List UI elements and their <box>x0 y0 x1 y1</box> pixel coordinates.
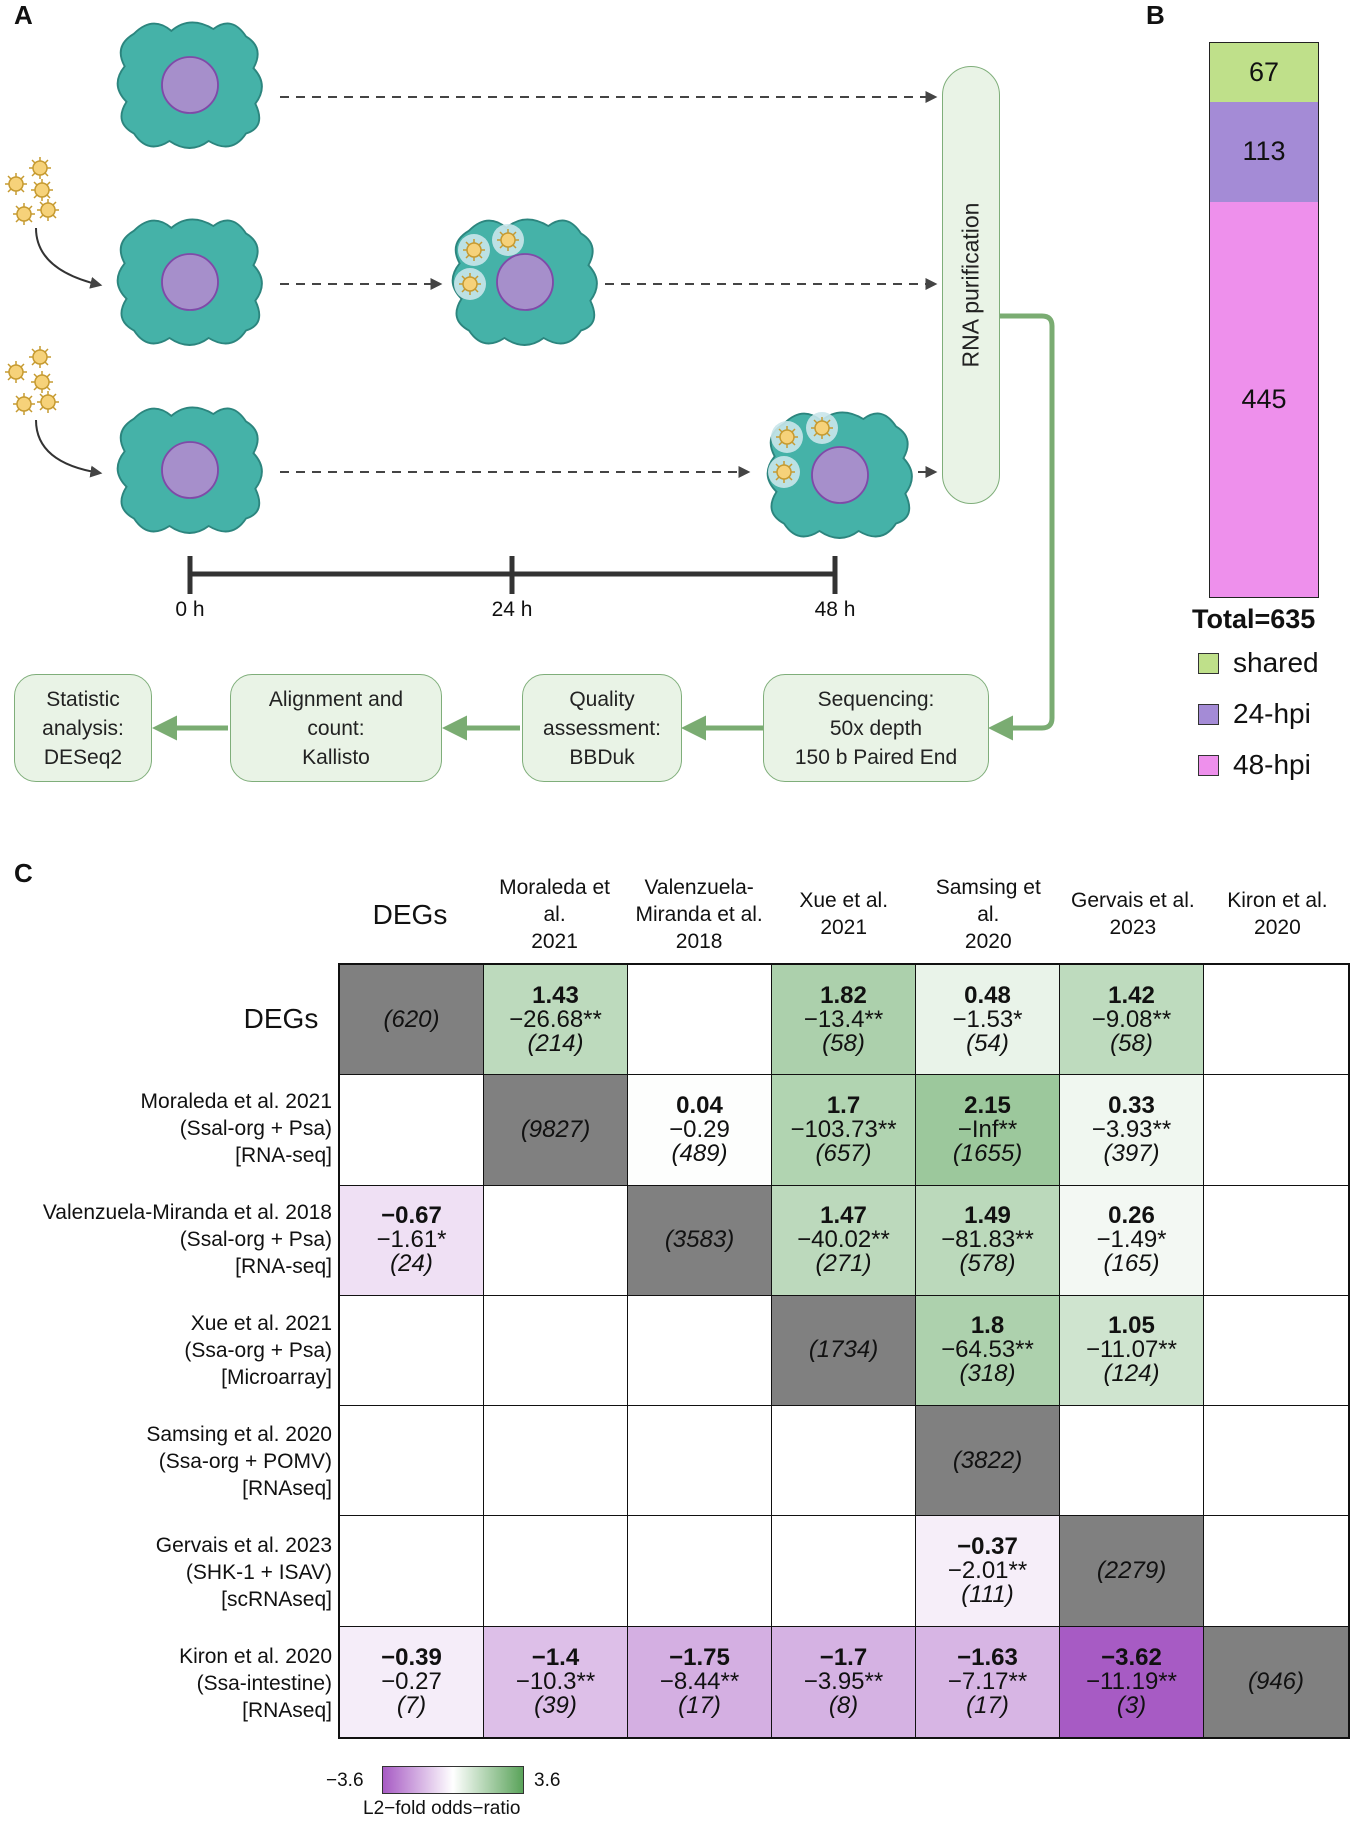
matrix-cell-diagonal: (3583) <box>628 1185 772 1296</box>
matrix-cell: −1.4−10.3**(39) <box>484 1626 628 1737</box>
matrix-cell <box>340 1406 484 1517</box>
workflow-diagram <box>4 21 1055 741</box>
matrix-cell: 1.47−40.02**(271) <box>772 1185 916 1296</box>
matrix-cell <box>628 965 772 1076</box>
matrix-cell-diagonal: (620) <box>340 965 484 1076</box>
matrix-cell <box>1204 1516 1348 1627</box>
matrix-cell: 1.49−81.83**(578) <box>916 1185 1060 1296</box>
matrix-cell-diagonal: (9827) <box>484 1075 628 1186</box>
legend-swatch-48hpi <box>1198 754 1219 776</box>
colorbar-title: L2−fold odds−ratio <box>363 1798 521 1819</box>
matrix-cell-diagonal: (946) <box>1204 1626 1348 1737</box>
legend-shared: shared <box>1198 647 1319 679</box>
matrix-cell: −3.62−11.19**(3) <box>1060 1626 1204 1737</box>
matrix-cell <box>1060 1406 1204 1517</box>
matrix-cell: −1.7−3.95**(8) <box>772 1626 916 1737</box>
matrix-cell: 2.15−Inf**(1655) <box>916 1075 1060 1186</box>
timeline-tick-48h: 48 h <box>814 598 856 621</box>
odds-ratio-matrix: (620)1.43−26.68**(214) 1.82−13.4**(58)0.4… <box>338 963 1350 1739</box>
total-label: Total=635 <box>1192 604 1316 634</box>
rna-purification-label: RNA purification <box>957 202 984 368</box>
matrix-cell <box>484 1406 628 1517</box>
matrix-cell <box>628 1516 772 1627</box>
timeline-tick-24h: 24 h <box>491 598 533 621</box>
bar-segment-48-hpi: 445 <box>1209 202 1319 598</box>
matrix-cell <box>1204 1075 1348 1186</box>
bar-segment-shared: 67 <box>1209 42 1319 102</box>
matrix-cell <box>340 1075 484 1186</box>
matrix-cell: −1.63−7.17**(17) <box>916 1626 1060 1737</box>
matrix-cell: −0.67−1.61*(24) <box>340 1185 484 1296</box>
matrix-cell: 1.82−13.4**(58) <box>772 965 916 1076</box>
matrix-cell <box>1204 1406 1348 1517</box>
panel-a-label: A <box>14 0 33 30</box>
matrix-cell: 1.8−64.53**(318) <box>916 1295 1060 1407</box>
panel-c-label: C <box>14 858 33 888</box>
legend-swatch-24hpi <box>1198 703 1219 725</box>
bar-segment-24-hpi: 113 <box>1209 101 1319 203</box>
matrix-cell: −1.75−8.44**(17) <box>628 1626 772 1737</box>
matrix-cell <box>1204 1296 1348 1407</box>
colorbar <box>382 1766 524 1794</box>
matrix-cell <box>628 1406 772 1517</box>
matrix-cell <box>628 1295 772 1407</box>
rna-purification-box <box>942 66 1000 504</box>
matrix-cell <box>772 1516 916 1627</box>
colorbar-max-label: 3.6 <box>534 1770 561 1791</box>
matrix-cell: 1.43−26.68**(214) <box>484 965 628 1076</box>
row-header: Kiron et al. 2020(Ssa-intestine)[RNAseq] <box>179 1644 332 1722</box>
column-header: DEGs <box>372 898 448 930</box>
matrix-cell: −0.39−0.27(7) <box>340 1626 484 1737</box>
matrix-cell: 0.48−1.53*(54) <box>916 965 1060 1076</box>
legend-24hpi: 24-hpi <box>1198 698 1311 730</box>
matrix-cell <box>484 1185 628 1296</box>
matrix-cell: 0.33−3.93**(397) <box>1060 1075 1204 1186</box>
row-header: Valenzuela-Miranda et al. 2018(Ssal-org … <box>42 1201 332 1279</box>
legend-48hpi: 48-hpi <box>1198 749 1311 781</box>
column-header: Gervais et al.2023 <box>1070 889 1195 939</box>
matrix-cell: 0.26−1.49*(165) <box>1060 1185 1204 1296</box>
column-header: Valenzuela-Miranda et al.2018 <box>635 875 763 953</box>
row-header: Gervais et al. 2023(SHK-1 + ISAV)[scRNAs… <box>155 1533 332 1611</box>
matrix-cell <box>772 1406 916 1517</box>
matrix-cell: 1.05−11.07**(124) <box>1060 1295 1204 1407</box>
legend-swatch-shared <box>1198 652 1219 674</box>
matrix-cell <box>340 1516 484 1627</box>
matrix-cell-diagonal: (3822) <box>916 1406 1060 1517</box>
cell-uninfected-icon <box>116 21 263 149</box>
row-header: Moraleda et al. 2021(Ssal-org + Psa)[RNA… <box>140 1090 332 1168</box>
matrix-cell: 0.04−0.29(489) <box>628 1075 772 1186</box>
matrix-cell <box>484 1295 628 1407</box>
matrix-cell: 1.42−9.08**(58) <box>1060 965 1204 1076</box>
row-header: Xue et al. 2021(Ssa-org + Psa)[Microarra… <box>184 1312 332 1390</box>
matrix-cell <box>1204 1186 1348 1296</box>
panel-b-label: B <box>1146 0 1165 30</box>
matrix-cell-diagonal: (2279) <box>1060 1516 1204 1627</box>
matrix-cell-diagonal: (1734) <box>772 1295 916 1407</box>
row-header: Samsing et al. 2020(Ssa-org + POMV)[RNAs… <box>146 1422 332 1500</box>
timeline-tick-0h: 0 h <box>175 598 205 621</box>
matrix-cell <box>484 1516 628 1627</box>
matrix-cell <box>340 1295 484 1407</box>
column-header: Xue et al.2021 <box>799 889 889 939</box>
row-header: DEGs <box>243 1002 319 1034</box>
matrix-cell: 1.7−103.73**(657) <box>772 1075 916 1186</box>
matrix-cell: −0.37−2.01**(111) <box>916 1516 1060 1627</box>
matrix-cell <box>1204 965 1348 1076</box>
column-header: Kiron et al.2020 <box>1227 889 1328 939</box>
colorbar-min-label: −3.6 <box>326 1770 364 1791</box>
